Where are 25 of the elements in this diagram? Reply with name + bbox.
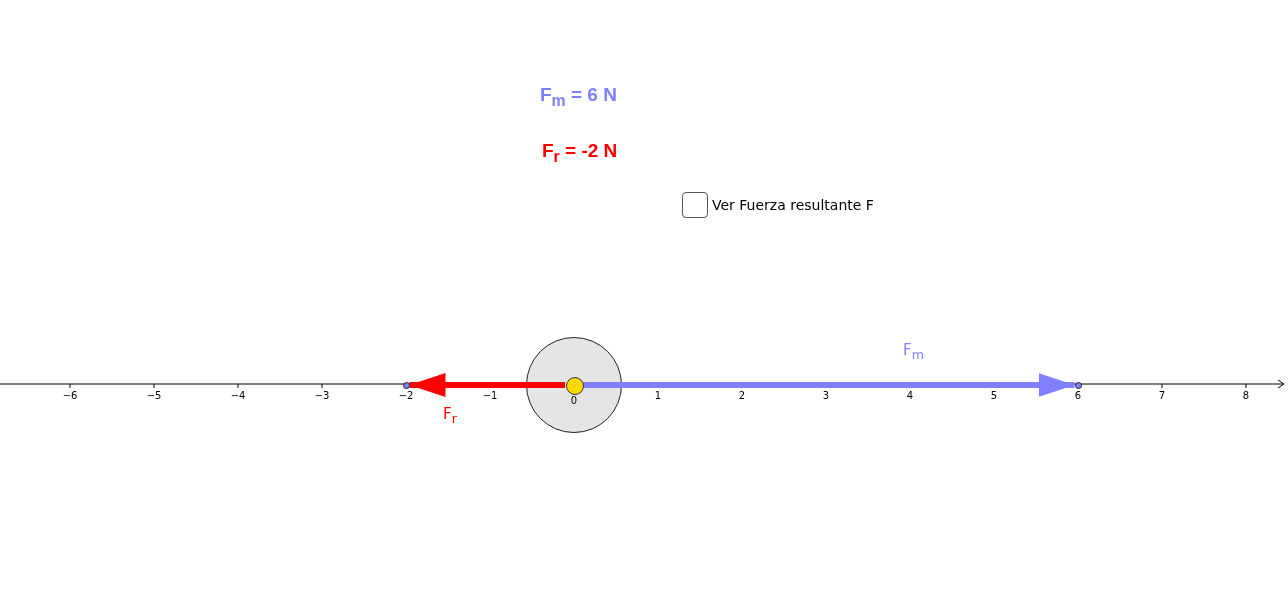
checkbox-label: Ver Fuerza resultante F [712,197,874,214]
edge-label: F$_{r}$ [442,405,458,426]
tick-label: −1 [482,390,498,402]
point-marker [566,377,584,395]
tick-label: 7 [1158,390,1166,402]
force-value: F$_{r}$ = -2 N [542,140,618,167]
tick-label: −5 [146,390,162,402]
force-arrow [583,373,1075,397]
tick-label: 0 [570,395,578,407]
tick-label: −6 [62,390,78,402]
tick-label: 6 [1074,390,1082,402]
tick-label: −3 [314,390,330,402]
tick-label: 1 [654,390,662,402]
endpoint-marker [1074,381,1082,389]
tick-label: −4 [230,390,246,402]
tick-label: 4 [906,390,914,402]
endpoint-marker [402,381,410,389]
tick-label: 5 [990,390,998,402]
edge-label: F$_{m}$ [902,341,925,362]
force-value: F$_{m}$ = 6 N [540,84,617,111]
force-arrow [409,373,565,397]
tick-label: 2 [738,390,746,402]
tick-label: 8 [1242,390,1250,402]
tick-label: 3 [822,390,830,402]
tick-label: −2 [398,390,414,402]
